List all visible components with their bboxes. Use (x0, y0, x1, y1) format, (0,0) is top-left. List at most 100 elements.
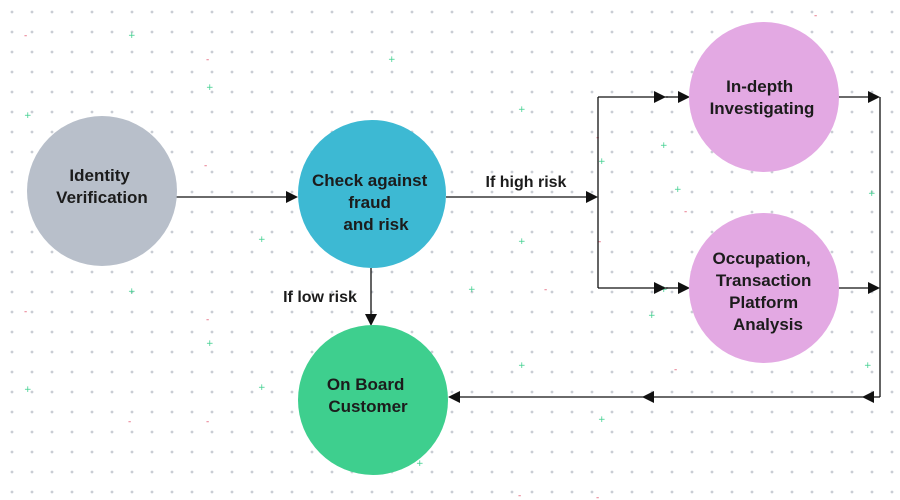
grid-dot (10, 290, 14, 294)
grid-dot (350, 50, 354, 54)
grid-dot (270, 430, 274, 434)
grid-dot (790, 490, 794, 494)
grid-dot (670, 290, 674, 294)
grid-dot (150, 250, 154, 254)
grid-dot (170, 230, 174, 234)
grid-dot (410, 290, 414, 294)
grid-dot (50, 490, 54, 494)
grid-dot (250, 250, 254, 254)
grid-dot (390, 30, 394, 34)
grid-dot (130, 430, 134, 434)
grid-dot (550, 50, 554, 54)
grid-dot (870, 50, 874, 54)
minus-mark: - (518, 491, 521, 500)
grid-dot (150, 50, 154, 54)
grid-dot (870, 210, 874, 214)
grid-dot (530, 150, 534, 154)
grid-dot (670, 490, 674, 494)
grid-dot (490, 450, 494, 454)
grid-dot (250, 330, 254, 334)
grid-dot (90, 30, 94, 34)
grid-dot (510, 270, 514, 274)
grid-dot (670, 230, 674, 234)
grid-dot (190, 450, 194, 454)
grid-dot (190, 390, 194, 394)
grid-dot (470, 70, 474, 74)
grid-dot (530, 90, 534, 94)
grid-dot (450, 390, 454, 394)
grid-dot (390, 110, 394, 114)
grid-dot (550, 250, 554, 254)
grid-dot (70, 370, 74, 374)
grid-dot (230, 90, 234, 94)
grid-dot (710, 210, 714, 214)
grid-dot (90, 350, 94, 354)
grid-dot (390, 490, 394, 494)
grid-dot (210, 410, 214, 414)
grid-dot (130, 30, 134, 34)
grid-dot (590, 70, 594, 74)
grid-dot (770, 370, 774, 374)
grid-dot (370, 50, 374, 54)
grid-dot (250, 230, 254, 234)
grid-dot (290, 470, 294, 474)
grid-dot (510, 430, 514, 434)
grid-dot (370, 90, 374, 94)
grid-dot (610, 150, 614, 154)
grid-dot (270, 150, 274, 154)
grid-dot (490, 370, 494, 374)
grid-dot (70, 310, 74, 314)
grid-dot (10, 330, 14, 334)
grid-dot (830, 370, 834, 374)
grid-dot (330, 110, 334, 114)
grid-dot (210, 70, 214, 74)
grid-dot (430, 110, 434, 114)
grid-dot (110, 450, 114, 454)
grid-dot (210, 190, 214, 194)
grid-dot (890, 370, 894, 374)
grid-dot (10, 10, 14, 14)
grid-dot (230, 450, 234, 454)
grid-dot (530, 310, 534, 314)
grid-dot (530, 370, 534, 374)
grid-dot (130, 70, 134, 74)
grid-dot (570, 490, 574, 494)
arrowhead (654, 91, 666, 103)
grid-dot (270, 370, 274, 374)
grid-dot (310, 70, 314, 74)
grid-dot (590, 390, 594, 394)
grid-dot (650, 470, 654, 474)
grid-dot (310, 50, 314, 54)
grid-dot (850, 470, 854, 474)
grid-dot (510, 350, 514, 354)
grid-dot (250, 70, 254, 74)
grid-dot (870, 30, 874, 34)
grid-dot (650, 450, 654, 454)
grid-dot (70, 330, 74, 334)
grid-dot (610, 110, 614, 114)
grid-dot (350, 490, 354, 494)
grid-dot (870, 190, 874, 194)
grid-dot (130, 330, 134, 334)
grid-dot (630, 50, 634, 54)
grid-dot (70, 270, 74, 274)
grid-dot (530, 450, 534, 454)
grid-dot (230, 490, 234, 494)
grid-dot (630, 330, 634, 334)
grid-dot (290, 170, 294, 174)
grid-dot (130, 390, 134, 394)
grid-dot (150, 350, 154, 354)
grid-dot (870, 250, 874, 254)
grid-dot (210, 390, 214, 394)
grid-dot (230, 130, 234, 134)
grid-dot (230, 70, 234, 74)
grid-dot (470, 130, 474, 134)
grid-dot (690, 150, 694, 154)
grid-dot (890, 190, 894, 194)
grid-dot (330, 310, 334, 314)
grid-dot (170, 10, 174, 14)
grid-dot (50, 470, 54, 474)
grid-dot (630, 270, 634, 274)
grid-dot (450, 310, 454, 314)
grid-dot (230, 50, 234, 54)
